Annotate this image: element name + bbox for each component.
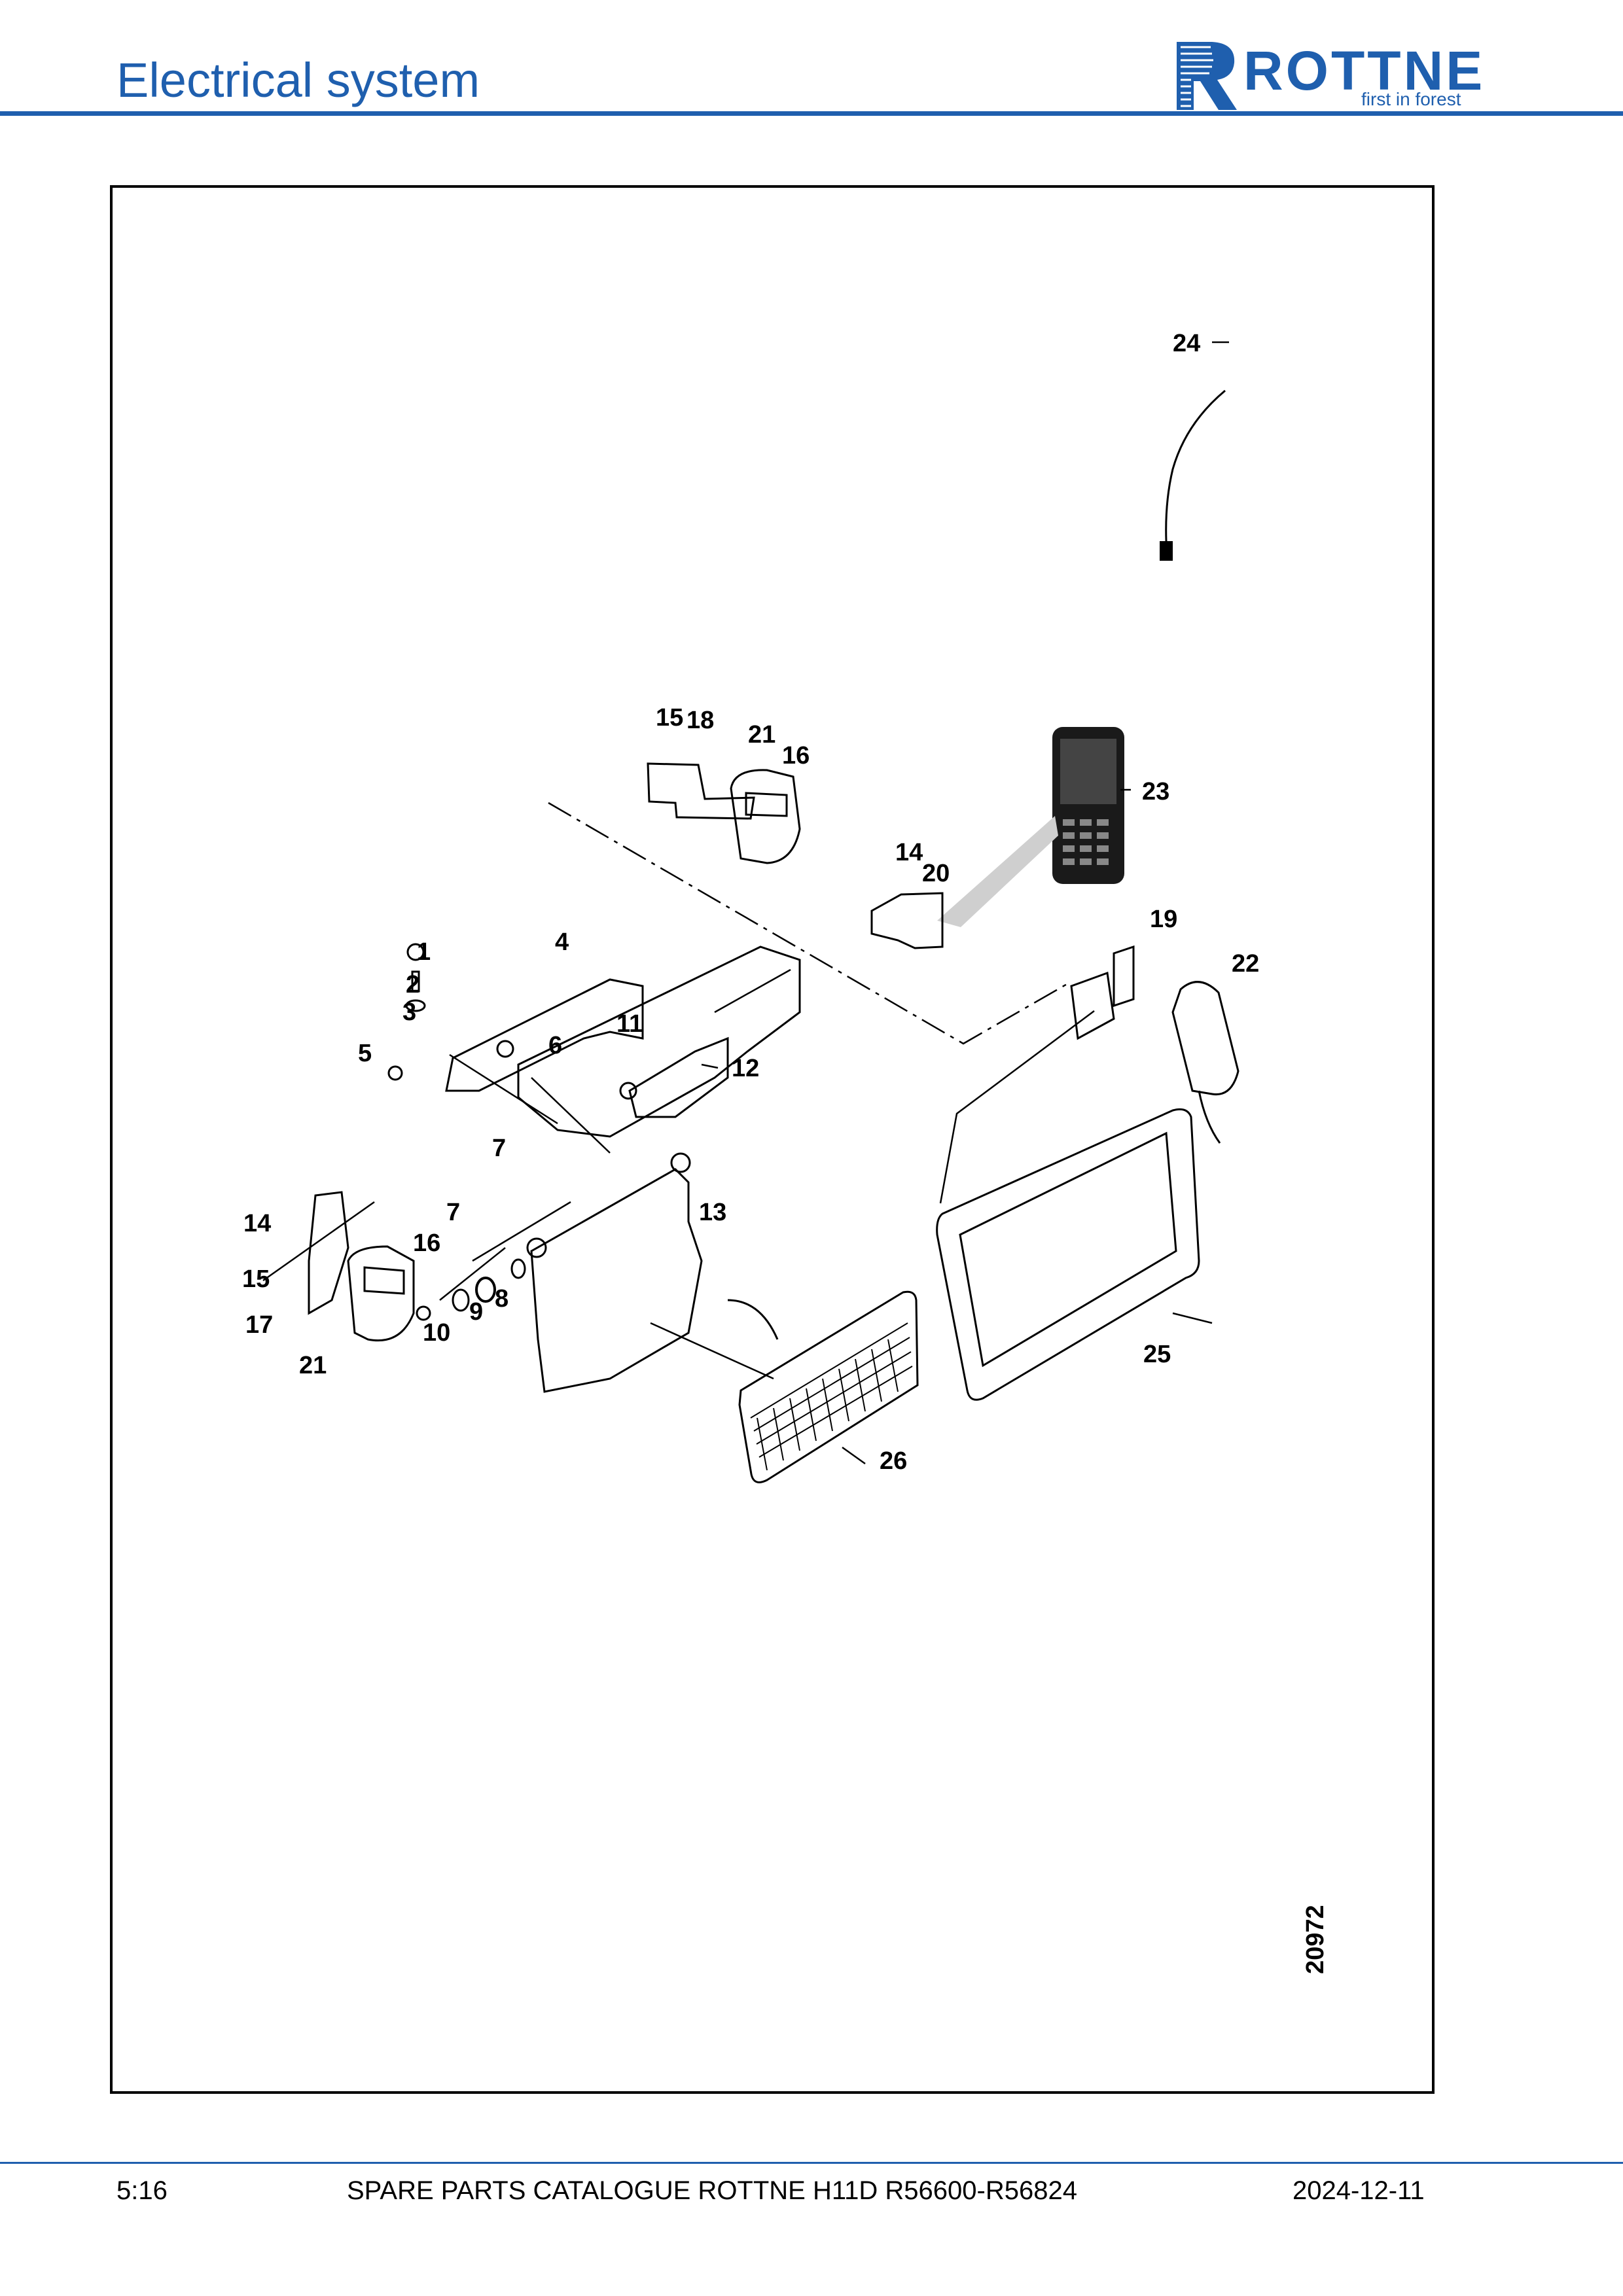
callout-14b: 14 xyxy=(243,1210,271,1237)
callout-18: 18 xyxy=(687,707,714,734)
callout-21a: 21 xyxy=(748,721,776,749)
mobile-phone xyxy=(937,727,1124,927)
callout-6: 6 xyxy=(548,1032,562,1059)
callout-12: 12 xyxy=(732,1055,759,1082)
drawing-number: 20972 xyxy=(1302,1905,1329,1974)
callout-9: 9 xyxy=(469,1298,483,1326)
callout-26: 26 xyxy=(880,1447,907,1475)
callout-21b: 21 xyxy=(299,1352,327,1379)
callout-7a: 7 xyxy=(492,1135,506,1162)
logo-wordmark: ROTTNE xyxy=(1243,40,1486,101)
header-divider xyxy=(0,111,1623,116)
radio-handset xyxy=(1171,981,1240,1144)
callout-7b: 7 xyxy=(446,1199,460,1226)
callout-3: 3 xyxy=(402,998,416,1026)
assembly-lines xyxy=(548,802,1069,1045)
keyboard-frame xyxy=(526,1152,703,1393)
callout-16b: 16 xyxy=(413,1229,440,1257)
callout-15a: 15 xyxy=(656,704,683,732)
logo-tagline: first in forest xyxy=(1361,89,1461,109)
catalogue-date: 2024-12-11 xyxy=(1293,2176,1425,2205)
holder-bracket-left xyxy=(308,1191,415,1342)
catalogue-title: SPARE PARTS CATALOGUE ROTTNE H11D R56600… xyxy=(347,2176,1077,2205)
callout-1: 1 xyxy=(417,938,431,966)
callout-17: 17 xyxy=(245,1311,273,1339)
callout-19: 19 xyxy=(1150,906,1177,933)
callout-24: 24 xyxy=(1173,330,1200,357)
callout-15b: 15 xyxy=(242,1265,270,1293)
microphone-gooseneck xyxy=(1160,389,1226,561)
callout-23: 23 xyxy=(1142,778,1169,805)
callout-13: 13 xyxy=(699,1199,726,1226)
callout-10: 10 xyxy=(423,1319,450,1347)
fastener-stack xyxy=(416,1258,526,1321)
callout-labels: 1 2 3 4 5 6 7 7 8 9 10 11 12 13 14 14 15… xyxy=(242,330,1259,1475)
callout-11: 11 xyxy=(616,1010,643,1038)
rottne-r-emblem-icon xyxy=(1177,42,1237,110)
leader-lines xyxy=(262,341,1229,1465)
holder-bracket-top xyxy=(647,762,801,864)
rottne-logo: ROTTNE first in forest xyxy=(1171,37,1512,114)
callout-8: 8 xyxy=(495,1285,508,1313)
callout-16a: 16 xyxy=(782,742,810,769)
callout-14a: 14 xyxy=(895,839,923,866)
exploded-parts-diagram: 1 2 3 4 5 6 7 7 8 9 10 11 12 13 14 14 15… xyxy=(242,330,1329,1974)
phone-bracket-right xyxy=(870,892,944,949)
callout-4: 4 xyxy=(555,928,569,956)
callout-2: 2 xyxy=(406,971,419,998)
page-number: 5:16 xyxy=(116,2176,168,2205)
footer-divider xyxy=(0,2162,1623,2164)
diagram-frame: 1 2 3 4 5 6 7 7 8 9 10 11 12 13 14 14 15… xyxy=(110,185,1435,2094)
callout-5: 5 xyxy=(358,1040,372,1067)
bracket-assembly xyxy=(387,943,644,1092)
callout-22: 22 xyxy=(1232,950,1259,978)
keyboard xyxy=(727,1290,919,1483)
main-mounting-plate xyxy=(517,945,801,1138)
handset-bracket xyxy=(1070,945,1135,1040)
callout-25: 25 xyxy=(1143,1341,1171,1368)
callout-20: 20 xyxy=(922,860,950,887)
page-title: Electrical system xyxy=(116,53,480,107)
display-monitor xyxy=(936,1108,1200,1401)
